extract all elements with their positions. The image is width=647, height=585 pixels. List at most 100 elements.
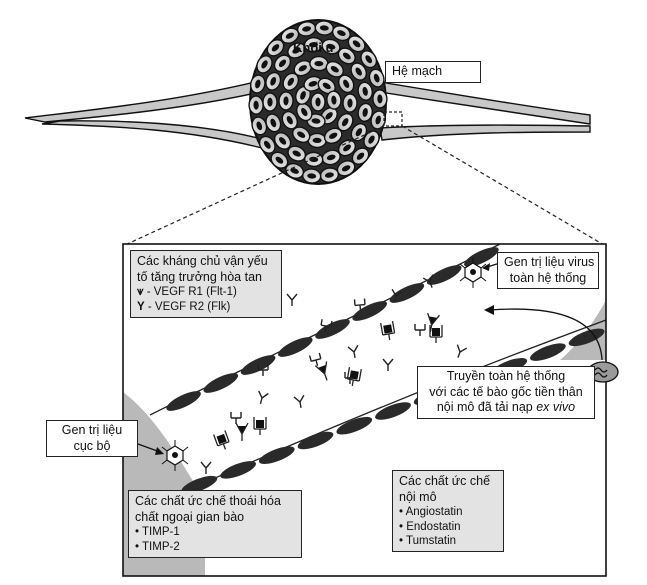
tumor-cell <box>249 74 266 94</box>
bound-receptor <box>213 430 230 450</box>
ligand-receptor <box>235 422 249 441</box>
fork-receptor <box>414 324 426 336</box>
y-receptor <box>293 394 305 409</box>
zoom-source-box <box>383 111 403 127</box>
local-gene-icon <box>161 440 189 471</box>
endothelial-cell <box>258 446 295 464</box>
tumor-cell <box>325 60 344 78</box>
tumor-cell <box>248 95 264 115</box>
tumor-cell <box>317 77 336 95</box>
tumor-cell <box>337 139 357 157</box>
fork-receptor <box>320 319 333 333</box>
tumor-cell <box>336 113 354 132</box>
y-receptor <box>286 293 298 306</box>
tumor-cell <box>282 72 300 91</box>
ligand-receptor <box>427 312 440 332</box>
endothelial-cell <box>389 283 425 303</box>
vessel-right-upper <box>379 81 591 125</box>
tumor-cell <box>256 55 273 74</box>
tumor-cell <box>331 25 351 42</box>
y-receptor <box>347 344 359 359</box>
tumor-cell <box>295 85 311 105</box>
endothelial-cell <box>568 328 605 347</box>
tumor-cell <box>287 145 307 162</box>
tumor-cell <box>321 38 341 55</box>
fork-receptor <box>308 352 322 366</box>
tumor-cell <box>262 92 278 112</box>
y-receptor <box>200 461 212 474</box>
ligand-receptor <box>314 361 328 381</box>
tumor-cell <box>357 102 373 123</box>
vegf-r2-item: Y - VEGF R2 (Flk) <box>137 300 231 313</box>
vasculature-label: Hệ mạch <box>385 61 481 83</box>
tumor-cell <box>336 160 356 177</box>
vessel-left-lower <box>41 120 264 150</box>
endothelial-cell <box>315 319 350 339</box>
tumor-cell <box>372 89 388 109</box>
tumor-cell <box>265 71 282 91</box>
tumor-cell <box>281 110 298 130</box>
y-receptor <box>456 344 468 358</box>
y-receptor <box>382 358 394 371</box>
tumor-cell <box>278 91 294 111</box>
vessel-left-upper <box>24 81 262 123</box>
tumor-cell <box>326 90 342 110</box>
tumor-cell <box>342 93 358 113</box>
endothelial-cell <box>352 301 388 321</box>
vegf-r1-item: ⩛ - VEGF R1 (Flt-1) <box>137 286 237 299</box>
tumor-cell <box>292 126 311 144</box>
tumor-cell <box>357 81 373 101</box>
tumor-cell <box>363 130 380 149</box>
tumor-cell <box>350 62 368 81</box>
endothelial-cell <box>166 391 201 411</box>
tumor-cell <box>280 27 300 44</box>
tumor-cell <box>266 39 285 57</box>
bound-receptor <box>253 417 267 435</box>
endothelial-cell <box>203 373 239 393</box>
endothelial-cell <box>297 431 334 450</box>
virus-icon <box>459 257 487 288</box>
endothelial-cell <box>336 416 373 435</box>
y-receptor <box>258 390 269 404</box>
zoom-frame <box>122 243 607 577</box>
tumor-cell <box>337 47 356 65</box>
endothelial-cell <box>530 343 566 361</box>
systemic-infusion-box: Truyền toàn hệ thống với các tế bào gốc … <box>417 366 595 419</box>
infusion-arrow <box>489 308 603 361</box>
tumor-cell <box>368 68 385 88</box>
local-gene-box: Gen trị liệu cục bộ <box>46 420 138 458</box>
endothelial-cell <box>277 337 313 357</box>
endothelial-cell <box>220 461 256 479</box>
tumor-cell <box>303 75 323 92</box>
tumor-cell <box>285 162 305 179</box>
tumor-cell <box>309 55 329 72</box>
tumor-cell <box>258 135 276 154</box>
fork-icon: ⩛ <box>137 286 144 299</box>
y-receptor <box>422 274 434 288</box>
mmp-inhibitor-box: Các chất ức chế thoái hóa chất ngoại gia… <box>128 490 302 558</box>
endothelial-cell <box>426 265 462 285</box>
tumor-cells <box>248 20 388 184</box>
tumor-illustration <box>24 19 591 185</box>
bound-receptor <box>380 320 396 340</box>
y-receptor-icon: Y <box>137 300 145 313</box>
tumor-cell <box>338 74 355 94</box>
tumor-cell <box>273 132 292 150</box>
tumor-cell <box>323 127 343 144</box>
soluble-receptor-box: Các kháng chủ vận yếu tố tăng trưởng hòa… <box>130 250 282 318</box>
zoom-line-left <box>124 125 385 246</box>
endothelial-inhibitor-box: Các chất ức chế nội mô • Angiostatin • E… <box>392 470 504 553</box>
tumor-cell <box>360 50 378 69</box>
tissue-upper-right <box>560 300 606 360</box>
soluble-receptors <box>200 274 468 474</box>
tumor-cell <box>251 116 268 136</box>
viral-gene-box: Gen trị liệu virus toàn hệ thống <box>497 252 599 290</box>
y-receptor <box>391 288 403 303</box>
tumor-cell <box>273 54 292 73</box>
zoom-line-right <box>401 125 605 246</box>
endothelial-cell <box>181 475 218 494</box>
fork-receptor <box>353 298 366 312</box>
fork-receptor <box>257 364 269 376</box>
